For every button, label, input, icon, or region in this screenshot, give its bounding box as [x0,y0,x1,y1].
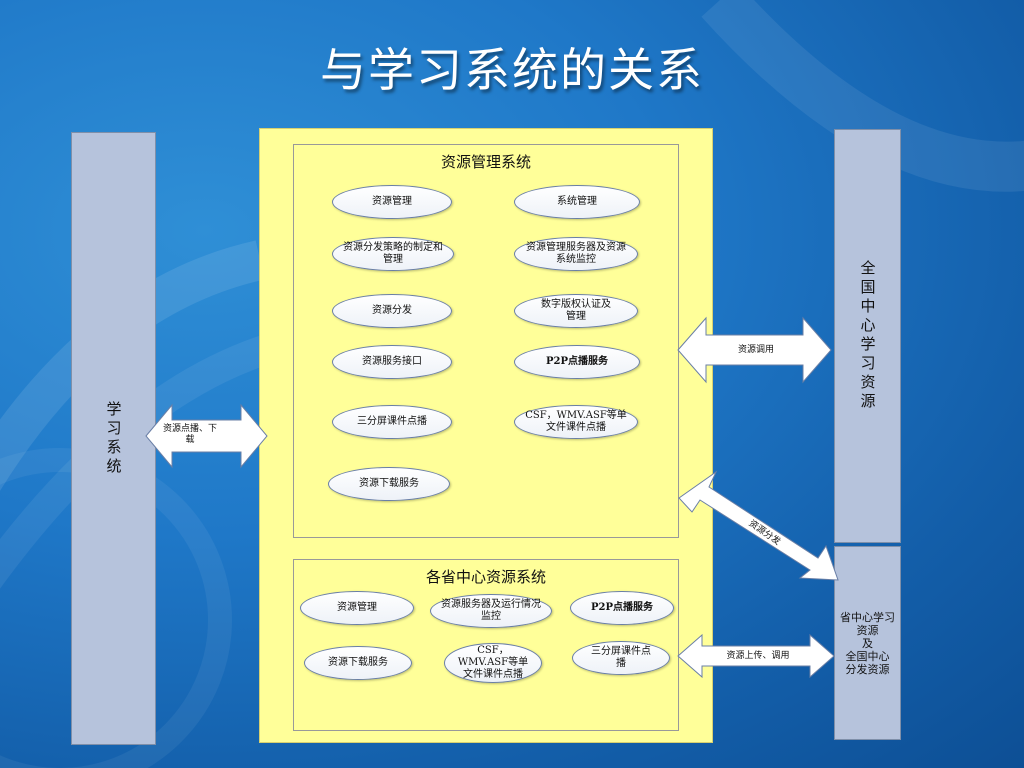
node-three-screen: 三分屏课件点播 [332,405,452,439]
node-drm: 数字版权认证及管理 [514,294,638,328]
learning-system-label: 学习系统 [104,400,123,477]
node-resource-mgmt: 资源管理 [332,185,452,219]
node-distribution-policy: 资源分发策略的制定和管理 [332,237,454,271]
node-prov-download: 资源下载服务 [304,646,412,680]
node-prov-resource-mgmt: 资源管理 [300,591,414,625]
resource-system-area: 资源管理系统 资源管理 系统管理 资源分发策略的制定和管理 资源管理服务器及资源… [259,128,713,743]
left-arrow-label: 资源点播、下载 [162,424,217,445]
province-resource-line: 分发资源 [845,662,890,676]
province-resource-line: 省中心学习 [840,610,895,624]
page-title: 与学习系统的关系 [320,43,704,97]
node-prov-three-screen: 三分屏课件点播 [572,641,670,675]
resource-mgmt-panel: 资源管理系统 资源管理 系统管理 资源分发策略的制定和管理 资源管理服务器及资源… [293,144,679,538]
province-resource-box: 省中心学习 资源 及 全国中心 分发资源 [834,546,901,740]
node-download-service: 资源下载服务 [328,467,450,501]
province-panel: 各省中心资源系统 资源管理 资源服务器及运行情况监控 P2P点播服务 资源下载服… [293,559,679,731]
node-prov-csf: CSF，WMV.ASF等单文件课件点播 [444,643,542,683]
province-resource-line: 及 [862,636,873,650]
right-bottom-double-arrow [677,633,835,679]
diagonal-double-arrow [678,470,839,581]
node-csf-wmv: CSF，WMV.ASF等单文件课件点播 [514,405,638,439]
right-top-double-arrow [677,316,832,384]
node-service-interface: 资源服务接口 [332,345,452,379]
province-resource-line: 全国中心 [845,649,890,663]
node-system-mgmt: 系统管理 [514,185,640,219]
right-top-arrow-label: 资源调用 [737,345,774,355]
national-center-box: 全国中心学习资源 [834,129,901,543]
node-server-monitor: 资源管理服务器及资源系统监控 [514,237,638,271]
national-center-label: 全国中心学习资源 [858,260,877,412]
province-resource-line: 资源 [856,623,879,637]
left-double-arrow [145,403,268,469]
node-p2p: P2P点播服务 [514,345,640,379]
node-prov-monitor: 资源服务器及运行情况监控 [430,594,552,628]
node-prov-p2p: P2P点播服务 [570,591,674,625]
learning-system-box: 学习系统 [71,132,156,745]
province-title: 各省中心资源系统 [425,568,546,586]
resource-mgmt-title: 资源管理系统 [440,153,531,171]
node-resource-distribution: 资源分发 [332,294,452,328]
right-bottom-arrow-label: 资源上传、调用 [726,651,790,661]
